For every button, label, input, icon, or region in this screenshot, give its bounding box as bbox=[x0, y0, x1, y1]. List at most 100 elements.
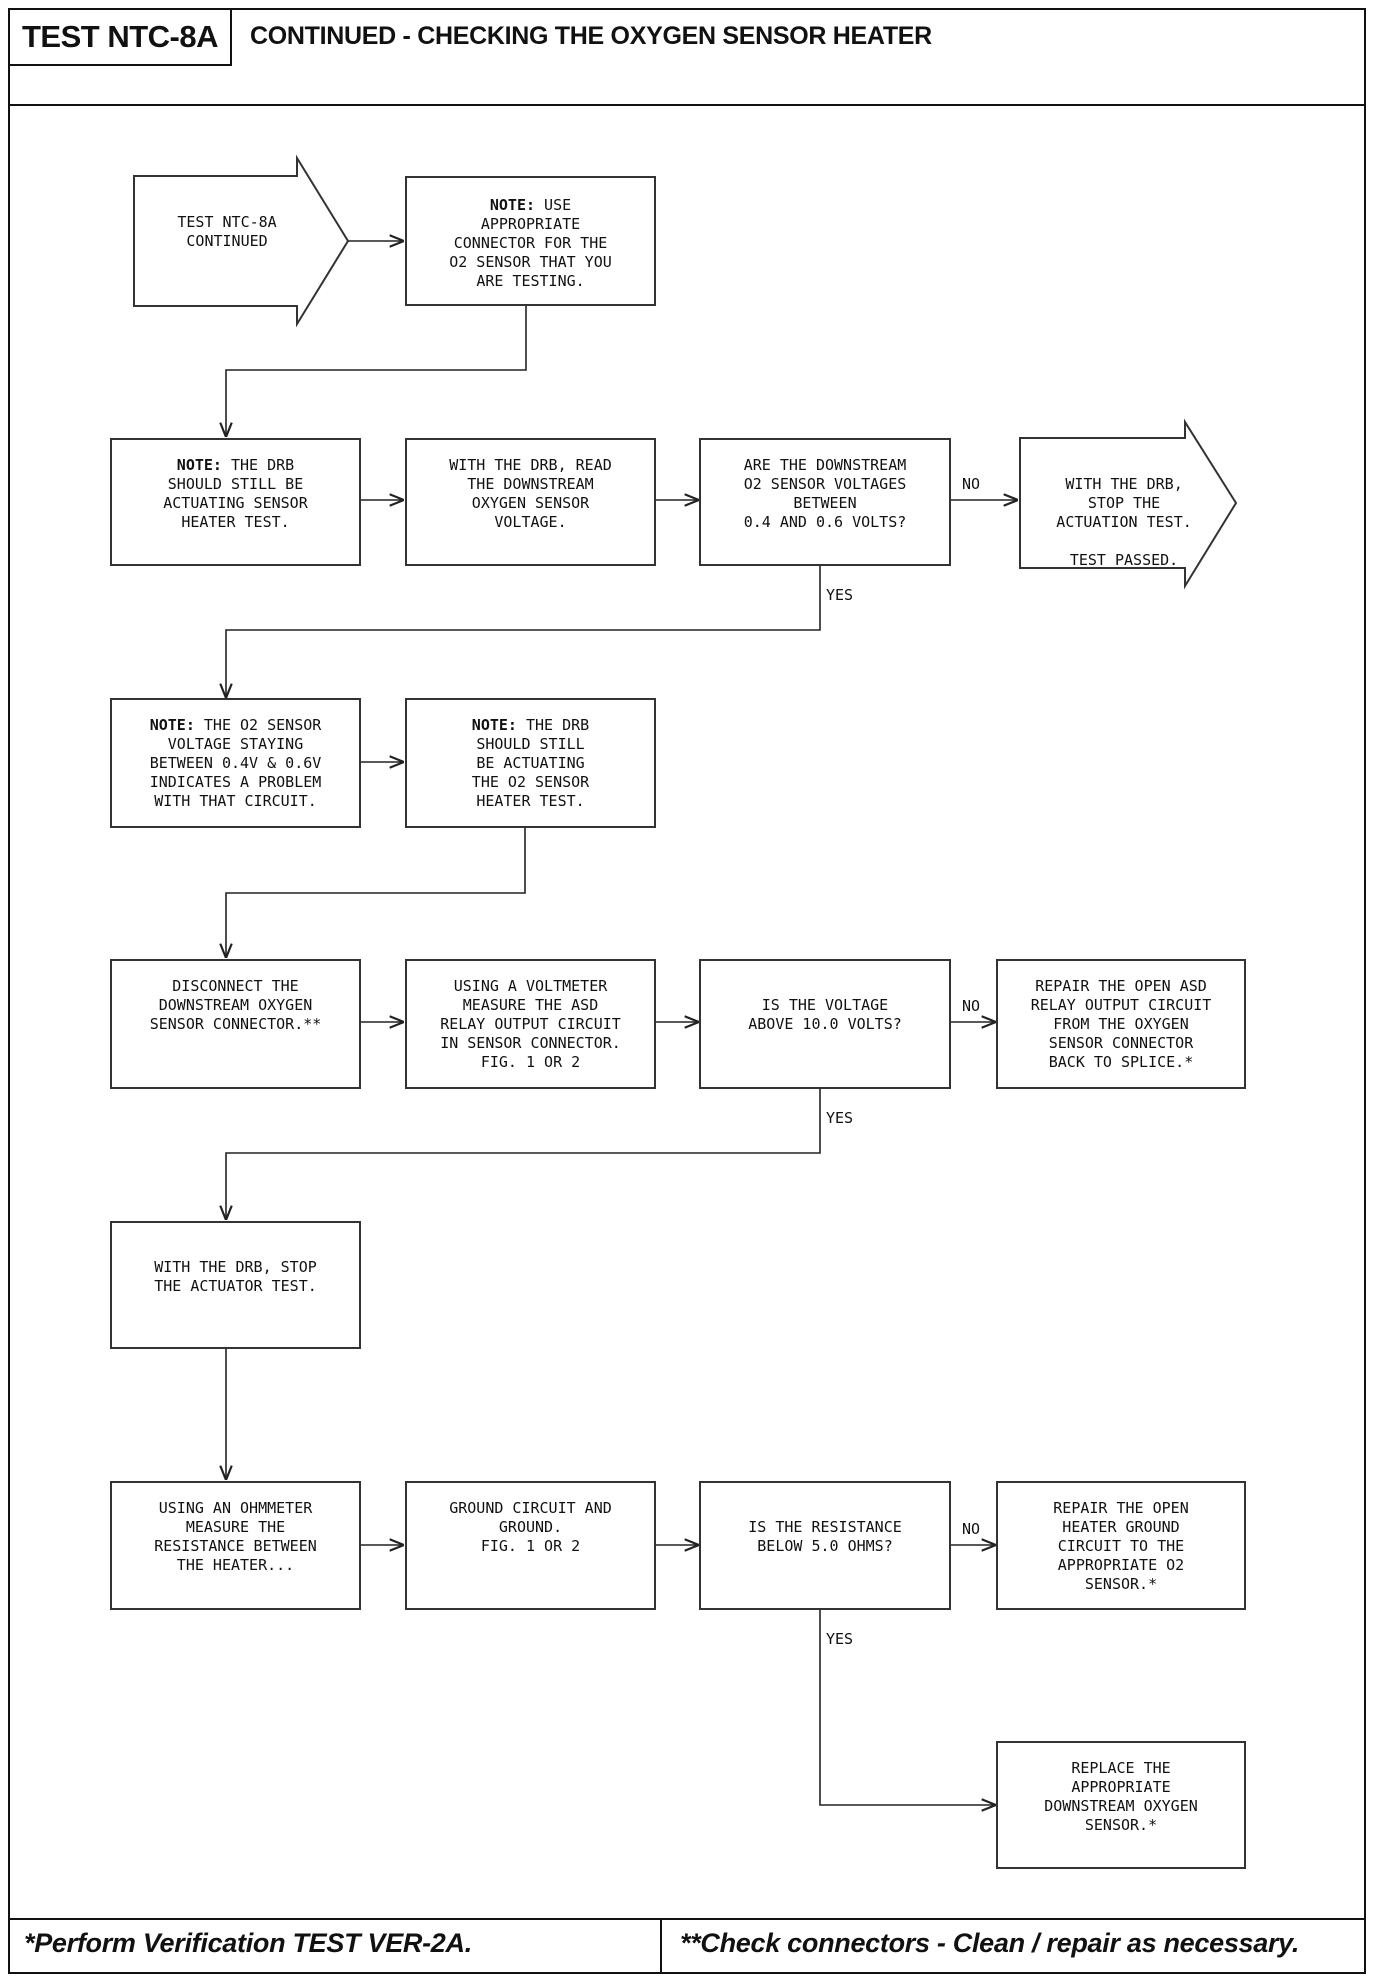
ohmmeter-line-4: THE HEATER... bbox=[176, 1556, 295, 1574]
header-bar bbox=[8, 8, 1366, 106]
note1-line-1: USE bbox=[544, 196, 572, 214]
note2-line-3: ACTUATING SENSOR bbox=[163, 494, 308, 512]
q-below-line-1: IS THE RESISTANCE bbox=[748, 1518, 902, 1536]
start-arrow-text: TEST NTC-8A CONTINUED bbox=[148, 194, 288, 251]
step-ohmmeter-measure: USING AN OHMMETER MEASURE THE RESISTANCE… bbox=[110, 1481, 361, 1610]
q-above-line-2: ABOVE 10.0 VOLTS? bbox=[748, 1015, 902, 1033]
footer-divider bbox=[660, 1918, 662, 1974]
note2-line-4: HEATER TEST. bbox=[181, 513, 290, 531]
q-between-line-4: 0.4 AND 0.6 VOLTS? bbox=[743, 513, 907, 531]
start-arrow-shape bbox=[133, 154, 350, 328]
footer-connector-note: **Check connectors - Clean / repair as n… bbox=[680, 1928, 1300, 1958]
edge-label-yes: YES bbox=[826, 1630, 854, 1648]
edge-label-yes: YES bbox=[826, 1109, 854, 1127]
stop-actuator-line-2: THE ACTUATOR TEST. bbox=[154, 1277, 317, 1295]
edge-label-no: NO bbox=[962, 1520, 981, 1538]
footer-bar bbox=[8, 1918, 1366, 1974]
step-stop-actuator: WITH THE DRB, STOP THE ACTUATOR TEST. bbox=[110, 1221, 361, 1349]
edge-label-yes: YES bbox=[826, 586, 854, 604]
step-repair-asd: REPAIR THE OPEN ASD RELAY OUTPUT CIRCUIT… bbox=[996, 959, 1246, 1089]
ohmmeter-line-1: USING AN OHMMETER bbox=[158, 1499, 313, 1517]
disconnect-line-2: DOWNSTREAM OXYGEN bbox=[158, 996, 313, 1014]
note4-line-4: THE O2 SENSOR bbox=[471, 773, 590, 791]
voltmeter-line-3: RELAY OUTPUT CIRCUIT bbox=[440, 1015, 621, 1033]
note-label: NOTE: bbox=[176, 456, 222, 474]
stop-actuator-line-1: WITH THE DRB, STOP bbox=[154, 1258, 317, 1276]
end-passed-text: WITH THE DRB, STOP THE ACTUATION TEST. T… bbox=[1030, 456, 1200, 570]
repair-ground-line-5: SENSOR.* bbox=[1084, 1575, 1158, 1593]
end-pass-line-2: STOP THE bbox=[1087, 494, 1161, 512]
note-box-problem-circuit: NOTE: THE O2 SENSOR VOLTAGE STAYING BETW… bbox=[110, 698, 361, 828]
q-above-line-1: IS THE VOLTAGE bbox=[761, 996, 889, 1014]
disconnect-line-3: SENSOR CONNECTOR.** bbox=[149, 1015, 322, 1033]
question-voltage-between: ARE THE DOWNSTREAM O2 SENSOR VOLTAGES BE… bbox=[699, 438, 951, 566]
replace-line-3: DOWNSTREAM OXYGEN bbox=[1044, 1797, 1198, 1815]
disconnect-line-1: DISCONNECT THE bbox=[172, 977, 299, 995]
end-arrow-shape bbox=[1019, 418, 1238, 590]
note-label: NOTE: bbox=[471, 716, 517, 734]
voltmeter-line-5: FIG. 1 OR 2 bbox=[480, 1053, 581, 1071]
end-pass-line-1: WITH THE DRB, bbox=[1065, 475, 1183, 493]
repair-ground-line-4: APPROPRIATE O2 bbox=[1057, 1556, 1185, 1574]
step-repair-ground: REPAIR THE OPEN HEATER GROUND CIRCUIT TO… bbox=[996, 1481, 1246, 1610]
q-below-line-2: BELOW 5.0 OHMS? bbox=[757, 1537, 893, 1555]
note1-line-2: APPROPRIATE bbox=[480, 215, 581, 233]
note3-line-1: THE O2 SENSOR bbox=[203, 716, 322, 734]
repair-ground-line-3: CIRCUIT TO THE bbox=[1057, 1537, 1185, 1555]
step-ground-circuit: GROUND CIRCUIT AND GROUND. FIG. 1 OR 2 bbox=[405, 1481, 656, 1610]
question-voltage-above: IS THE VOLTAGE ABOVE 10.0 VOLTS? bbox=[699, 959, 951, 1089]
repair-asd-line-2: RELAY OUTPUT CIRCUIT bbox=[1030, 996, 1212, 1014]
step-voltmeter-measure: USING A VOLTMETER MEASURE THE ASD RELAY … bbox=[405, 959, 656, 1089]
note-box-still-actuating: NOTE: THE DRB SHOULD STILL BE ACTUATING … bbox=[405, 698, 656, 828]
edge-label-no: NO bbox=[962, 475, 981, 493]
q-between-line-1: ARE THE DOWNSTREAM bbox=[743, 456, 907, 474]
read-voltage-line-4: VOLTAGE. bbox=[494, 513, 567, 531]
note-box-drb-actuating: NOTE: THE DRB SHOULD STILL BE ACTUATING … bbox=[110, 438, 361, 566]
note1-line-3: CONNECTOR FOR THE bbox=[453, 234, 608, 252]
note4-line-5: HEATER TEST. bbox=[476, 792, 585, 810]
read-voltage-line-1: WITH THE DRB, READ bbox=[449, 456, 612, 474]
start-line-1: TEST NTC-8A bbox=[177, 213, 277, 231]
note4-line-3: BE ACTUATING bbox=[476, 754, 585, 772]
repair-asd-line-5: BACK TO SPLICE.* bbox=[1048, 1053, 1194, 1071]
note-label: NOTE: bbox=[149, 716, 195, 734]
page-title: CONTINUED - CHECKING THE OXYGEN SENSOR H… bbox=[250, 22, 932, 50]
ground-line-4: FIG. 1 OR 2 bbox=[480, 1537, 581, 1555]
read-voltage-line-3: OXYGEN SENSOR bbox=[471, 494, 590, 512]
note3-line-2: VOLTAGE STAYING bbox=[167, 735, 304, 753]
voltmeter-line-1: USING A VOLTMETER bbox=[453, 977, 608, 995]
start-line-2: CONTINUED bbox=[186, 232, 268, 250]
test-id-label: TEST NTC-8A bbox=[10, 10, 232, 66]
replace-line-2: APPROPRIATE bbox=[1071, 1778, 1171, 1796]
note2-line-2: SHOULD STILL BE bbox=[167, 475, 304, 493]
question-resistance-below: IS THE RESISTANCE BELOW 5.0 OHMS? bbox=[699, 1481, 951, 1610]
ohmmeter-line-2: MEASURE THE bbox=[185, 1518, 286, 1536]
replace-line-4: SENSOR.* bbox=[1084, 1816, 1158, 1834]
end-pass-line-3: ACTUATION TEST. bbox=[1056, 513, 1192, 531]
ground-line-1: GROUND CIRCUIT AND bbox=[449, 1499, 612, 1517]
repair-ground-line-2: HEATER GROUND bbox=[1062, 1518, 1180, 1536]
step-read-voltage: WITH THE DRB, READ THE DOWNSTREAM OXYGEN… bbox=[405, 438, 656, 566]
end-pass-line-5: TEST PASSED. bbox=[1069, 551, 1179, 569]
note3-line-5: WITH THAT CIRCUIT. bbox=[154, 792, 317, 810]
footer-verification-note: *Perform Verification TEST VER-2A. bbox=[24, 1928, 472, 1958]
note2-line-1: THE DRB bbox=[230, 456, 295, 474]
note3-line-4: INDICATES A PROBLEM bbox=[149, 773, 322, 791]
note-label: NOTE: bbox=[489, 196, 536, 214]
note4-line-1: THE DRB bbox=[525, 716, 590, 734]
voltmeter-line-4: IN SENSOR CONNECTOR. bbox=[440, 1034, 621, 1052]
note4-line-2: SHOULD STILL bbox=[476, 735, 585, 753]
note-box-connector: NOTE: USE APPROPRIATE CONNECTOR FOR THE … bbox=[405, 176, 656, 306]
repair-asd-line-4: SENSOR CONNECTOR bbox=[1048, 1034, 1194, 1052]
step-replace-sensor: REPLACE THE APPROPRIATE DOWNSTREAM OXYGE… bbox=[996, 1741, 1246, 1869]
replace-line-1: REPLACE THE bbox=[1071, 1759, 1171, 1777]
repair-ground-line-1: REPAIR THE OPEN bbox=[1053, 1499, 1189, 1517]
ground-line-2: GROUND. bbox=[498, 1518, 563, 1536]
page-frame bbox=[8, 8, 1366, 1974]
step-disconnect-connector: DISCONNECT THE DOWNSTREAM OXYGEN SENSOR … bbox=[110, 959, 361, 1089]
repair-asd-line-3: FROM THE OXYGEN bbox=[1053, 1015, 1189, 1033]
ohmmeter-line-3: RESISTANCE BETWEEN bbox=[154, 1537, 317, 1555]
voltmeter-line-2: MEASURE THE ASD bbox=[462, 996, 599, 1014]
read-voltage-line-2: THE DOWNSTREAM bbox=[467, 475, 594, 493]
